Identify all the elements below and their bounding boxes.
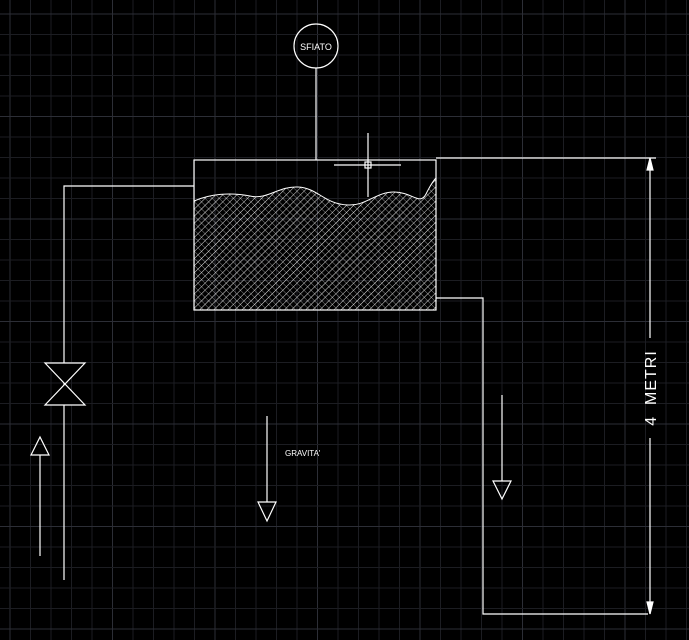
dimension-height-label: 4 METRI [643,350,660,426]
dimension-arrow-top [646,157,654,171]
vent-label: SFIATO [300,42,332,52]
flow-arrow-down-head [492,480,512,501]
flow-arrow-up-head [30,435,50,456]
gravity-arrow-head [257,501,277,523]
drawing-lines [30,23,656,615]
cursor-pickbox [364,161,372,169]
gravity-label: GRAVITA' [285,449,321,458]
tank-liquid-hatch [194,177,436,310]
dimension-arrow-bottom [646,601,654,615]
outlet-pipe [436,297,648,615]
valve-symbol [43,362,87,406]
inlet-pipe [63,185,194,580]
